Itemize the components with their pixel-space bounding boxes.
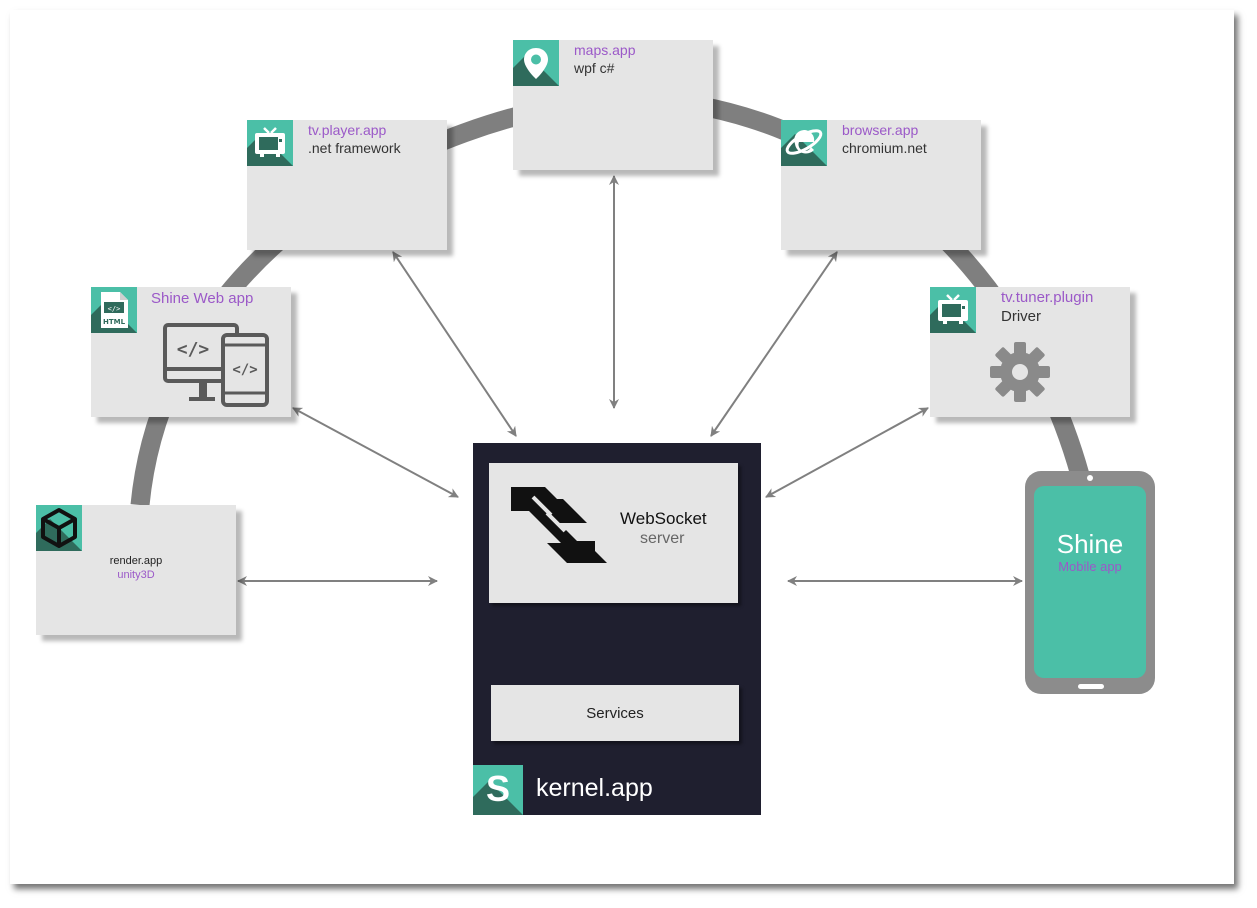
websocket-subtitle: server (640, 530, 685, 547)
kernel-logo-letter: S (485, 768, 510, 809)
arrow-tvplayer-kernel (392, 251, 517, 437)
render-app-title: render.app (109, 555, 163, 567)
svg-text:</>: </> (232, 362, 257, 378)
tv-icon (247, 120, 293, 166)
tv-player-app-title: tv.player.app (308, 122, 387, 138)
websocket-server-box[interactable]: WebSocket server (489, 463, 738, 603)
kernel-logo-tile: S (473, 765, 523, 815)
maps-app-title: maps.app (574, 42, 636, 58)
map-pin-icon (513, 40, 559, 86)
maps-app-subtitle: wpf c# (574, 60, 615, 76)
tv-player-app-subtitle: .net framework (308, 140, 401, 156)
websocket-logo-icon (511, 487, 607, 563)
browser-app-subtitle: chromium.net (842, 140, 927, 156)
svg-text:</>: </> (177, 339, 210, 360)
phone-camera (1087, 475, 1093, 481)
services-box[interactable]: Services (491, 685, 739, 741)
tv-tuner-plugin-title: tv.tuner.plugin (1001, 289, 1094, 306)
arrow-browser-kernel (710, 251, 838, 437)
mobile-app-title: Shine (1056, 529, 1124, 559)
mobile-app-subtitle: Mobile app (1058, 559, 1122, 574)
render-app-subtitle: unity3D (117, 569, 155, 581)
svg-text:</>: </> (108, 305, 121, 313)
render-app-box[interactable]: render.app unity3D (36, 505, 236, 635)
code-devices-icon: </> </> (163, 323, 269, 407)
mobile-screen[interactable] (1034, 486, 1146, 678)
html-file-icon: </> HTML (91, 287, 137, 333)
arrow-tvtuner-kernel (765, 407, 929, 498)
browser-app-title: browser.app (842, 122, 919, 138)
tv-tuner-plugin-box[interactable]: tv.tuner.plugin Driver (930, 287, 1130, 417)
tv-tuner-plugin-subtitle: Driver (1001, 308, 1041, 325)
phone-home-button (1078, 684, 1104, 689)
tv-player-app-box[interactable]: tv.player.app .net framework (247, 120, 447, 250)
services-label: Services (586, 704, 644, 722)
gear-icon (990, 342, 1050, 402)
shine-web-app-box[interactable]: </> HTML Shine Web app </> </> (91, 287, 291, 417)
kernel-app-title: kernel.app (536, 774, 653, 802)
websocket-title: WebSocket (620, 509, 707, 528)
arrow-shineweb-kernel (292, 407, 459, 498)
unity-logo-icon (36, 505, 82, 551)
svg-text:HTML: HTML (103, 318, 126, 326)
shine-web-app-title: Shine Web app (151, 290, 254, 307)
internet-explorer-icon (781, 120, 827, 166)
tv-icon (930, 287, 976, 333)
maps-app-box[interactable]: maps.app wpf c# (513, 40, 713, 170)
browser-app-box[interactable]: browser.app chromium.net (781, 120, 981, 250)
